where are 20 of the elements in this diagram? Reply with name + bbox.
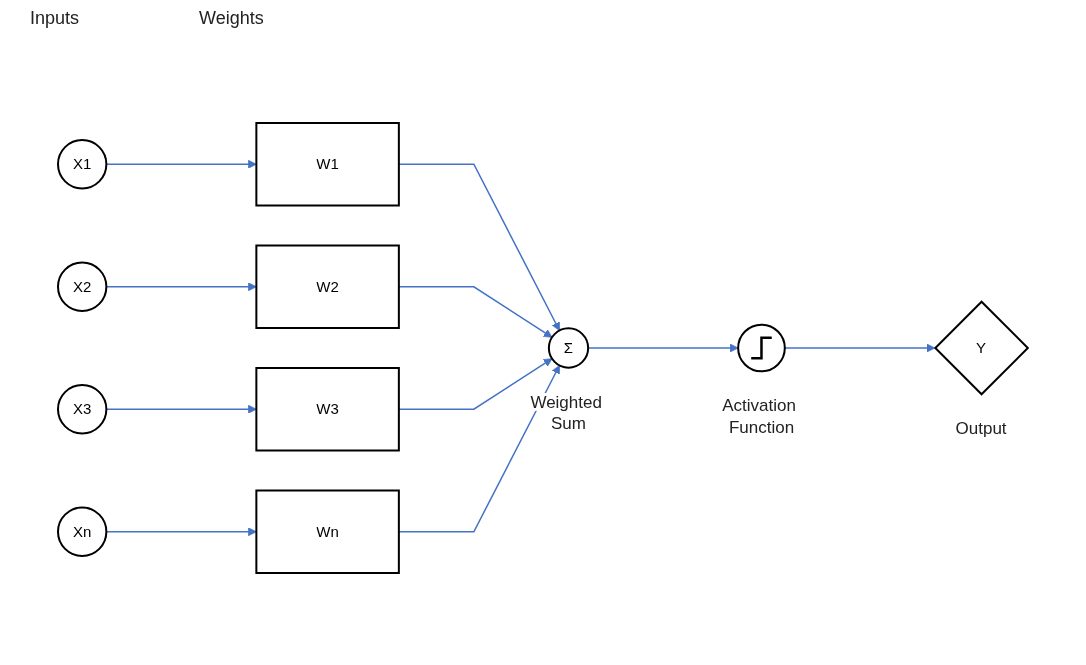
node-diamond: Y (933, 300, 1030, 396)
node-box: W3 (255, 367, 400, 452)
arrow (398, 286, 553, 338)
node-circle: Xn (57, 506, 108, 557)
arrow (398, 365, 560, 533)
column-heading: Inputs (30, 8, 80, 30)
arrow (398, 358, 553, 410)
node-circle: X1 (57, 139, 108, 190)
arrow (784, 343, 936, 353)
column-heading: Weights (199, 8, 264, 30)
node-caption: Activation Function (722, 396, 797, 437)
node-box: W1 (255, 122, 400, 207)
arrow (398, 163, 560, 331)
node-circle (737, 323, 786, 373)
node-circle: X2 (57, 261, 108, 312)
node-caption: Output (955, 419, 1007, 439)
node-circle: X3 (57, 384, 108, 435)
node-box: W2 (255, 244, 400, 329)
node-circle: Σ (547, 327, 590, 369)
node-box: Wn (255, 489, 400, 574)
